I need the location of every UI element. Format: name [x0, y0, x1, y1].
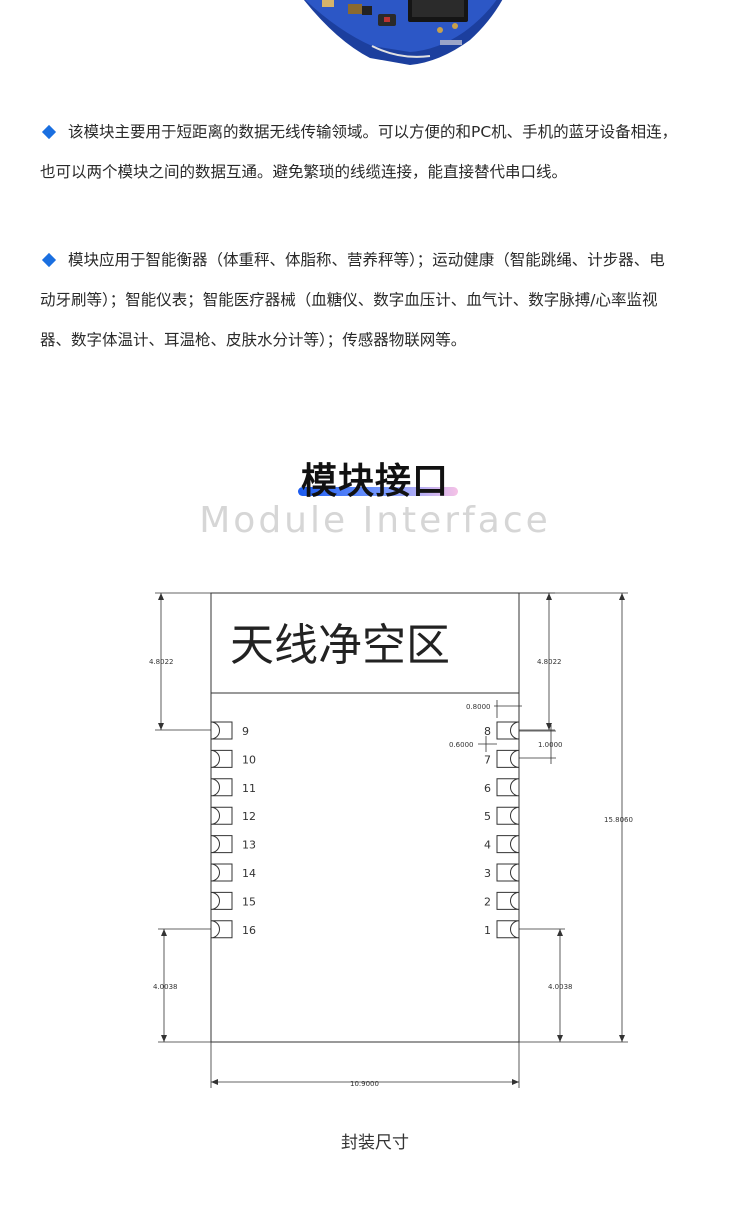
right-pad: [496, 920, 520, 939]
left-pad: [210, 863, 233, 882]
left-pad: [210, 806, 233, 825]
diamond-bullet-icon: [41, 124, 57, 139]
left-pin-label: 16: [242, 924, 256, 937]
diagram-caption: 封装尺寸: [341, 1133, 409, 1153]
right-pad: [496, 721, 520, 740]
right-pad: [496, 863, 520, 882]
right-pin-label: 5: [484, 810, 491, 823]
description-paragraph-2: 模块应用于智能衡器（体重秤、体脂称、营养秤等）；运动健康（智能跳绳、计步器、电动…: [40, 251, 665, 349]
left-pad: [210, 835, 233, 854]
section-title: 模块接口: [300, 461, 449, 502]
right-pin-label: 8: [484, 725, 491, 738]
left-pad: [210, 749, 233, 768]
module-outline: [210, 592, 520, 1043]
left-pin-label: 12: [242, 810, 256, 823]
dim-bottom-left: 4.0038: [153, 983, 178, 991]
dim-antenna-right: 4.8022: [537, 658, 562, 666]
dim-pitch: 1.0000: [538, 741, 563, 749]
right-pad: [496, 749, 520, 768]
right-pads: [496, 721, 520, 939]
right-pin-label: 3: [484, 867, 491, 880]
right-pad: [496, 891, 520, 910]
left-pads: [210, 721, 233, 939]
right-pin-label: 7: [484, 753, 491, 766]
description-paragraph-1: 该模块主要用于短距离的数据无线传输领域。可以方便的和PC机、手机的蓝牙设备相连，…: [40, 123, 678, 181]
diamond-bullet-icon: [41, 252, 57, 267]
dim-pad-height: 0.6000: [449, 741, 474, 749]
right-pin-label: 1: [484, 924, 491, 937]
right-pad: [496, 778, 520, 797]
left-pad: [210, 891, 233, 910]
dim-pad-width: 0.8000: [466, 703, 491, 711]
module-photo: [304, 0, 503, 65]
left-pin-label: 13: [242, 839, 256, 852]
left-pad: [210, 721, 233, 740]
right-pin-label: 4: [484, 839, 491, 852]
title-underline: [298, 487, 458, 496]
right-pin-label: 6: [484, 782, 491, 795]
antenna-label: 天线净空区: [230, 620, 450, 671]
left-pad: [210, 920, 233, 939]
left-pin-label: 15: [242, 895, 256, 908]
left-pin-label: 9: [242, 725, 249, 738]
package-dimension-diagram: 天线净空区 9 10 11 12 13 14 15 16 8 7 6 5 4 3 2 1: [149, 592, 633, 1088]
dim-bottom-right: 4.0038: [548, 983, 573, 991]
right-pad: [496, 835, 520, 854]
left-pin-label: 10: [242, 753, 256, 766]
left-pad: [210, 778, 233, 797]
section-subtitle: Module Interface: [199, 500, 551, 541]
left-pin-label: 11: [242, 782, 256, 795]
dim-antenna-left: 4.8022: [149, 658, 174, 666]
dim-width: 10.9000: [350, 1080, 379, 1088]
dim-total-height: 15.8060: [604, 816, 633, 824]
left-pin-label: 14: [242, 867, 256, 880]
right-pin-label: 2: [484, 895, 491, 908]
right-pad: [496, 806, 520, 825]
